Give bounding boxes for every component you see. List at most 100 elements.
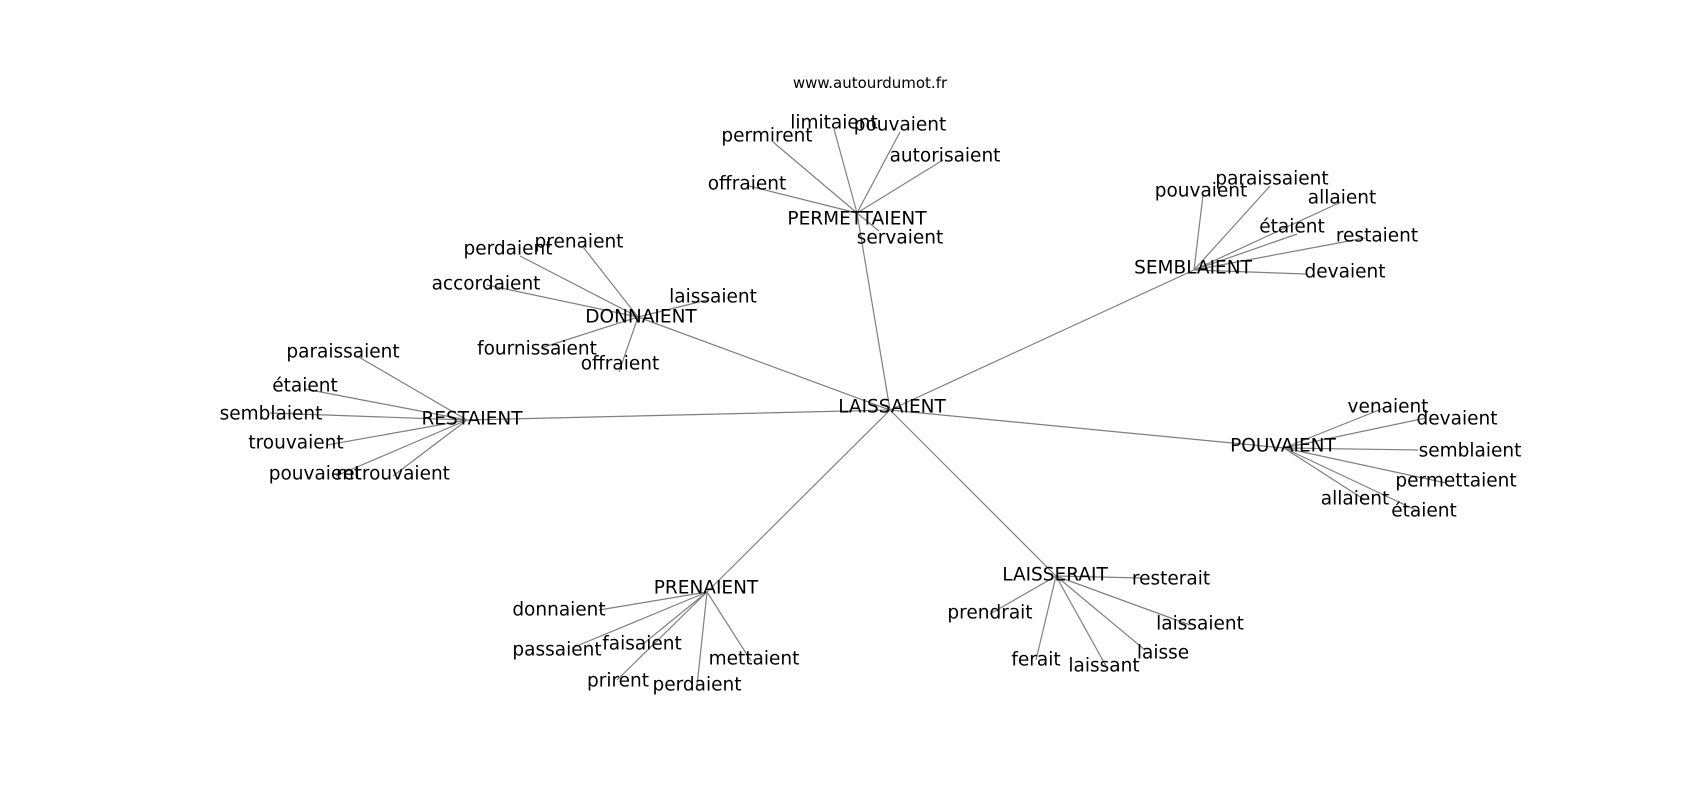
leaf-word-node-laisserait-resterait[interactable]: resterait xyxy=(1132,569,1210,590)
leaf-word-node-pouvaient-permettaient[interactable]: permettaient xyxy=(1395,471,1516,492)
leaf-word-node-permettaient-autorisaient[interactable]: autorisaient xyxy=(890,146,1001,167)
leaf-word-node-donnaient-perdaient[interactable]: perdaient xyxy=(464,239,553,260)
leaf-word-node-laisserait-prendrait[interactable]: prendrait xyxy=(947,603,1032,624)
leaf-word-node-prenaient-faisaient[interactable]: faisaient xyxy=(602,634,681,655)
edge-prenaient-to-prirent xyxy=(616,591,708,681)
edge-permettaient-to-servaient xyxy=(856,212,880,232)
leaf-word-node-permettaient-pouvaient[interactable]: pouvaient xyxy=(854,115,947,136)
edge-laisserait-to-laissaient xyxy=(1055,575,1191,626)
site-credit: www.autourdumot.fr xyxy=(793,74,948,92)
hub-word-node-pouvaient[interactable]: POUVAIENT xyxy=(1230,436,1336,457)
edge-donnaient-to-prenaient xyxy=(582,246,639,318)
edge-restaient-to-trouvaient xyxy=(326,419,468,446)
leaf-word-node-restaient-etaient[interactable]: étaient xyxy=(272,376,337,397)
leaf-word-node-semblaient-devaient[interactable]: devaient xyxy=(1305,262,1386,283)
leaf-word-node-pouvaient-etaient[interactable]: étaient xyxy=(1391,501,1456,522)
edge-laisserait-to-laissant xyxy=(1055,575,1107,667)
edge-restaient-to-paraissaient xyxy=(356,355,468,421)
edge-pouvaient-to-venaient xyxy=(1283,407,1385,449)
edge-permettaient-to-autorisaient xyxy=(856,159,944,214)
leaf-word-node-donnaient-accordaient[interactable]: accordaient xyxy=(432,274,541,295)
edge-laisserait-to-prendrait xyxy=(989,575,1057,615)
edge-center-to-pouvaient xyxy=(889,409,1285,449)
leaf-word-node-semblaient-pouvaient[interactable]: pouvaient xyxy=(1155,181,1248,202)
leaf-word-node-prenaient-donnaient[interactable]: donnaient xyxy=(512,600,605,621)
edge-center-to-restaient xyxy=(466,409,891,421)
edge-permettaient-to-permirent xyxy=(772,141,858,214)
leaf-word-node-prenaient-perdaient[interactable]: perdaient xyxy=(653,675,742,696)
leaf-word-node-laisserait-ferait[interactable]: ferait xyxy=(1011,650,1060,671)
leaf-word-node-restaient-semblaient[interactable]: semblaient xyxy=(220,404,323,425)
leaf-word-node-donnaient-fournissaient[interactable]: fournissaient xyxy=(477,339,597,360)
edge-restaient-to-retrouvaient xyxy=(392,419,468,477)
leaf-word-node-permettaient-limitaient[interactable]: limitaient xyxy=(790,113,878,134)
leaf-word-node-laisserait-laissant[interactable]: laissant xyxy=(1068,656,1139,677)
edge-restaient-to-etaient xyxy=(304,388,468,421)
leaf-word-node-semblaient-restaient[interactable]: restaient xyxy=(1336,226,1418,247)
leaf-word-node-pouvaient-devaient[interactable]: devaient xyxy=(1417,409,1498,430)
leaf-word-node-semblaient-paraissaient[interactable]: paraissaient xyxy=(1215,169,1328,190)
edge-semblaient-to-allaient xyxy=(1193,201,1342,271)
edge-donnaient-to-fournissaient xyxy=(540,316,639,349)
edge-pouvaient-to-etaient xyxy=(1283,447,1421,513)
edge-donnaient-to-perdaient xyxy=(519,255,639,318)
leaf-word-node-permettaient-offraient[interactable]: offraient xyxy=(708,174,787,195)
leaf-word-node-pouvaient-venaient[interactable]: venaient xyxy=(1348,397,1429,418)
leaf-word-node-semblaient-etaient[interactable]: étaient xyxy=(1259,217,1324,238)
hub-word-node-donnaient[interactable]: DONNAIENT xyxy=(585,307,697,328)
hub-word-node-semblaient[interactable]: SEMBLAIENT xyxy=(1134,258,1252,279)
leaf-word-node-donnaient-prenaient[interactable]: prenaient xyxy=(535,232,624,253)
edge-semblaient-to-restaient xyxy=(1193,237,1366,271)
edge-center-to-donnaient xyxy=(637,316,891,411)
leaf-word-node-pouvaient-semblaient[interactable]: semblaient xyxy=(1419,441,1522,462)
graph-edges xyxy=(269,128,1447,687)
center-word-node[interactable]: LAISSAIENT xyxy=(838,397,946,418)
leaf-word-node-laisserait-laissaient[interactable]: laissaient xyxy=(1156,614,1244,635)
hub-word-node-restaient[interactable]: RESTAIENT xyxy=(421,409,523,430)
leaf-word-node-prenaient-prirent[interactable]: prirent xyxy=(587,671,649,692)
edge-prenaient-to-faisaient xyxy=(642,591,708,645)
leaf-word-node-prenaient-passaient[interactable]: passaient xyxy=(512,640,601,661)
edge-laisserait-to-laisse xyxy=(1055,575,1146,651)
edge-restaient-to-semblaient xyxy=(269,412,468,421)
edge-semblaient-to-devaient xyxy=(1193,269,1307,275)
edge-pouvaient-to-semblaient xyxy=(1283,447,1419,451)
hub-word-node-permettaient[interactable]: PERMETTAIENT xyxy=(787,209,927,230)
leaf-word-node-permettaient-permirent[interactable]: permirent xyxy=(721,126,812,147)
edge-pouvaient-to-devaient xyxy=(1283,417,1427,449)
edge-semblaient-to-etaient xyxy=(1193,233,1298,271)
leaf-word-node-restaient-trouvaient[interactable]: trouvaient xyxy=(248,433,343,454)
leaf-word-node-semblaient-allaient[interactable]: allaient xyxy=(1308,188,1376,209)
leaf-word-node-restaient-retrouvaient[interactable]: retrouvaient xyxy=(336,464,450,485)
leaf-word-node-restaient-pouvaient[interactable]: pouvaient xyxy=(269,464,362,485)
edge-semblaient-to-paraissaient xyxy=(1193,185,1271,271)
edge-permettaient-to-pouvaient xyxy=(856,131,901,214)
leaf-word-node-donnaient-offraient[interactable]: offraient xyxy=(581,354,660,375)
edge-pouvaient-to-allaient xyxy=(1283,447,1366,501)
edge-center-to-prenaient xyxy=(706,409,891,593)
leaf-word-node-permettaient-servaient[interactable]: servaient xyxy=(857,228,943,249)
edge-prenaient-to-donnaient xyxy=(598,591,708,611)
leaf-word-node-donnaient-laissaient[interactable]: laissaient xyxy=(669,287,757,308)
edge-center-to-semblaient xyxy=(889,269,1195,411)
edge-prenaient-to-mettaient xyxy=(706,591,752,662)
edge-prenaient-to-passaient xyxy=(571,591,708,649)
edge-laisserait-to-ferait xyxy=(1035,575,1057,661)
hub-word-node-laisserait[interactable]: LAISSERAIT xyxy=(1002,565,1108,586)
edge-restaient-to-pouvaient xyxy=(335,419,468,477)
edge-laisserait-to-resterait xyxy=(1055,575,1142,579)
leaf-word-node-prenaient-mettaient[interactable]: mettaient xyxy=(709,649,800,670)
leaf-word-node-laisserait-laisse[interactable]: laisse xyxy=(1137,643,1189,664)
edge-donnaient-to-accordaient xyxy=(486,284,639,318)
leaf-word-node-restaient-paraissaient[interactable]: paraissaient xyxy=(286,342,399,363)
edge-center-to-laisserait xyxy=(889,409,1057,577)
graph-labels: LAISSAIENTPERMETTAIENTlimitaientpouvaien… xyxy=(220,113,1522,696)
edge-prenaient-to-perdaient xyxy=(696,591,708,687)
edge-donnaient-to-offraient xyxy=(618,316,639,373)
edge-donnaient-to-laissaient xyxy=(637,299,708,318)
hub-word-node-prenaient[interactable]: PRENAIENT xyxy=(654,578,759,599)
leaf-word-node-pouvaient-allaient[interactable]: allaient xyxy=(1321,489,1389,510)
edge-center-to-permettaient xyxy=(856,212,891,411)
